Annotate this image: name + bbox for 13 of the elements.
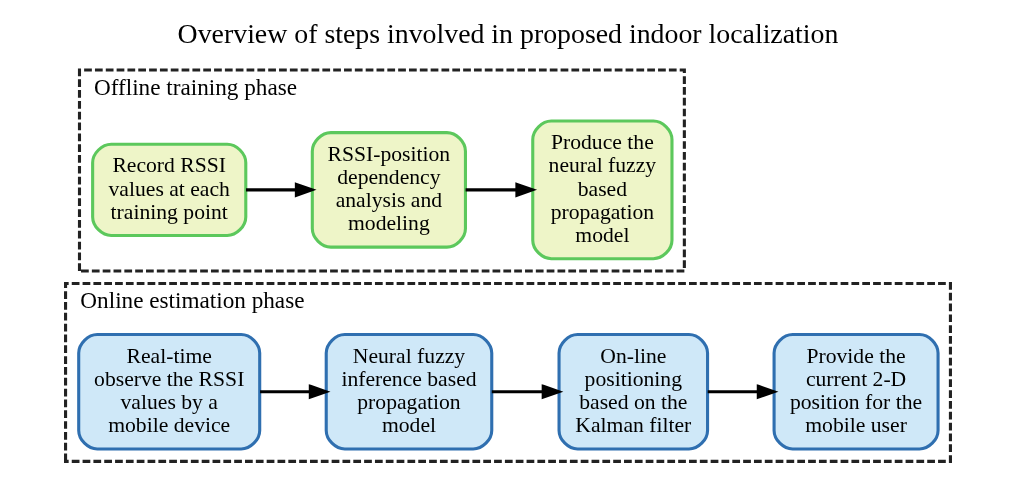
node-box: Real-time observe the RSSI values by a mobile device xyxy=(76,332,261,451)
arrow xyxy=(259,384,330,400)
node-box: RSSI-position dependency analysis and modeling xyxy=(310,131,467,249)
arrow xyxy=(465,182,537,198)
node-box: Produce the neural fuzzy based propagation model xyxy=(530,119,674,261)
diagram-title: Overview of steps involved in proposed indoor localization xyxy=(177,17,838,49)
node-box: Neural fuzzy inference based propagation model xyxy=(324,332,493,451)
arrow xyxy=(491,384,563,400)
node-box: Record RSSI values at each training point xyxy=(90,142,247,238)
arrow xyxy=(245,182,317,198)
arrow xyxy=(707,384,778,400)
node-box: Provide the current 2-D position for the mobile user xyxy=(772,332,940,451)
node-box: On-line positioning based on the Kalman filter xyxy=(557,332,709,451)
